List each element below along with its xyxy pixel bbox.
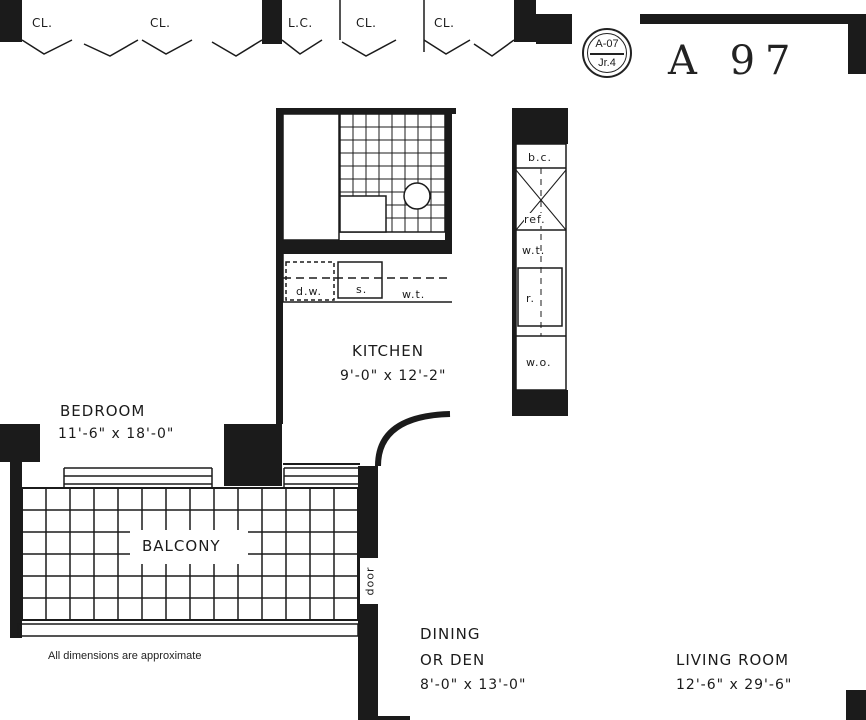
unit-badge-bottom: Jr.4 xyxy=(598,57,616,69)
dining-name-line2: OR DEN xyxy=(420,651,486,669)
closet-door xyxy=(83,39,139,57)
closet-label: CL. xyxy=(32,16,53,30)
balcony-name: BALCONY xyxy=(142,537,221,555)
dishwasher-label: d.w. xyxy=(296,285,322,298)
wall xyxy=(276,108,283,424)
kitchen-sink-basin xyxy=(339,195,387,233)
sink xyxy=(337,261,383,299)
wall xyxy=(0,0,22,42)
wall xyxy=(276,108,456,114)
closet-door xyxy=(341,39,397,57)
refrigerator-label: ref. xyxy=(524,213,546,226)
closet-door xyxy=(141,39,193,55)
wall xyxy=(846,690,866,720)
kitchen-dims: 9'-0" x 12'-2" xyxy=(340,368,447,384)
wall xyxy=(224,424,282,486)
kitchen-name: KITCHEN xyxy=(352,342,424,360)
wall xyxy=(848,24,866,74)
linen-closet-label: L.C. xyxy=(288,16,313,30)
wall xyxy=(512,144,516,390)
oven-label: w.o. xyxy=(526,356,552,369)
footnote: All dimensions are approximate xyxy=(48,650,202,662)
kitchen-cabinet xyxy=(282,113,340,241)
wall xyxy=(536,14,572,44)
closet-door xyxy=(21,39,73,55)
range xyxy=(517,267,563,327)
bedroom-name: BEDROOM xyxy=(60,402,146,420)
closet-label: CL. xyxy=(434,16,455,30)
wall xyxy=(512,390,568,416)
bc-label: b.c. xyxy=(528,151,553,164)
bedroom-dims: 11'-6" x 18'-0" xyxy=(58,426,175,442)
dining-name-line1: DINING xyxy=(420,625,481,643)
handwritten-note: A 97 xyxy=(668,38,801,84)
balcony-door: door xyxy=(360,558,380,604)
closet-label: CL. xyxy=(356,16,377,30)
wall xyxy=(283,240,452,254)
wall xyxy=(445,108,452,254)
wall xyxy=(0,424,40,462)
dining-dims: 8'-0" x 13'-0" xyxy=(420,677,527,693)
wall xyxy=(514,0,536,42)
closet-door xyxy=(473,39,515,57)
closet-label: CL. xyxy=(150,16,171,30)
unit-badge-top: A-07 xyxy=(595,38,619,50)
door-label: door xyxy=(363,566,377,596)
counter-label: w.t. xyxy=(402,288,426,301)
closet-door xyxy=(211,39,263,57)
living-room-name: LIVING ROOM xyxy=(676,651,790,669)
wall xyxy=(360,716,410,720)
kitchen-drain xyxy=(403,182,431,210)
wall xyxy=(512,108,568,144)
closet-door xyxy=(281,39,323,55)
closet-door xyxy=(423,39,471,55)
wall xyxy=(262,0,282,44)
balcony-railing xyxy=(17,623,359,637)
living-room-dims: 12'-6" x 29'-6" xyxy=(676,677,793,693)
unit-badge: A-07 Jr.4 xyxy=(582,28,632,78)
range-label: r. xyxy=(526,292,536,305)
wall xyxy=(640,14,866,24)
wall xyxy=(10,462,22,638)
dishwasher xyxy=(285,261,335,301)
sink-label: s. xyxy=(356,283,368,296)
wall-counter-label: w.t. xyxy=(522,244,546,257)
fixture-column xyxy=(515,143,567,391)
